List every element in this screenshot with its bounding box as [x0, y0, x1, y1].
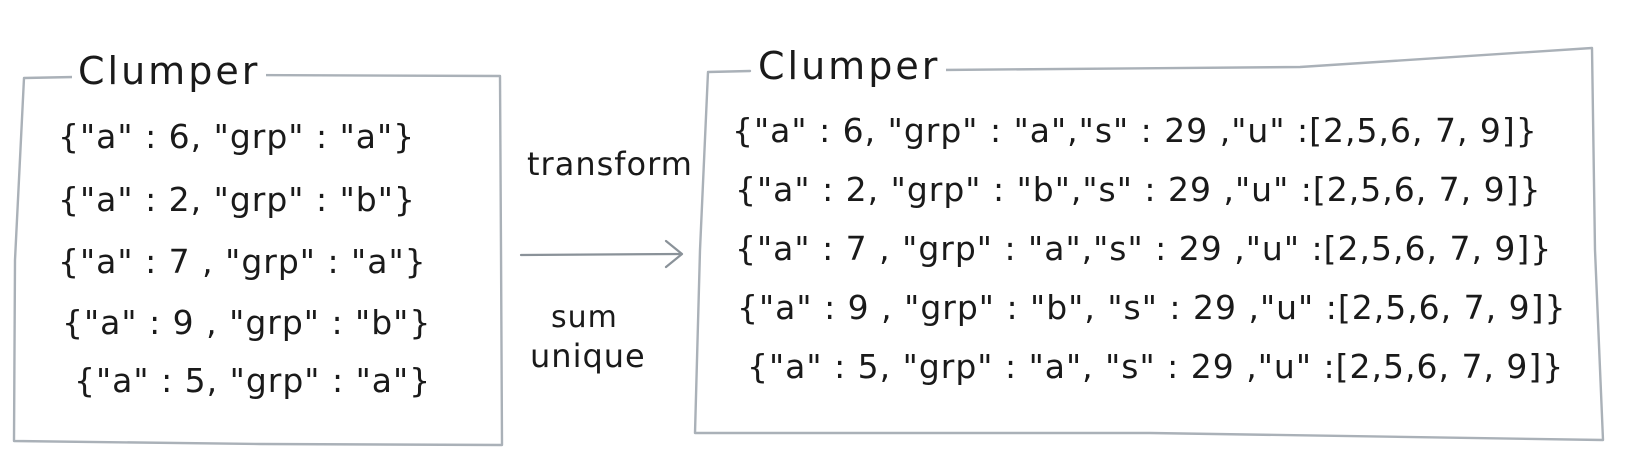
output-panel-title: Clumper — [752, 47, 947, 85]
input-row: {"a" : 9 , "grp" : "b"} — [62, 303, 432, 342]
input-row: {"a" : 5, "grp" : "a"} — [74, 361, 432, 400]
arrow-head — [664, 239, 684, 269]
operation-verb: transform — [527, 145, 693, 183]
input-row: {"a" : 6, "grp" : "a"} — [58, 117, 416, 156]
operation-arg-sum: sum — [551, 300, 618, 335]
transform-arrow — [519, 239, 684, 269]
output-row: {"a" : 2, "grp" : "b","s" : 29 ,"u" :[2,… — [735, 170, 1542, 209]
output-row: {"a" : 5, "grp" : "a", "s" : 29 ,"u" :[2… — [747, 347, 1565, 386]
input-row: {"a" : 2, "grp" : "b"} — [58, 180, 416, 219]
output-row: {"a" : 7 , "grp" : "a","s" : 29 ,"u" :[2… — [735, 229, 1553, 268]
operation-arg-unique: unique — [530, 337, 646, 375]
input-panel-title: Clumper — [72, 52, 267, 90]
output-row: {"a" : 9 , "grp" : "b", "s" : 29 ,"u" :[… — [737, 288, 1567, 327]
output-box-frame — [693, 46, 1605, 442]
input-row: {"a" : 7 , "grp" : "a"} — [58, 242, 427, 281]
output-row: {"a" : 6, "grp" : "a","s" : 29 ,"u" :[2,… — [732, 111, 1538, 150]
input-box-frame — [12, 73, 504, 447]
arrow-shaft — [519, 252, 683, 257]
